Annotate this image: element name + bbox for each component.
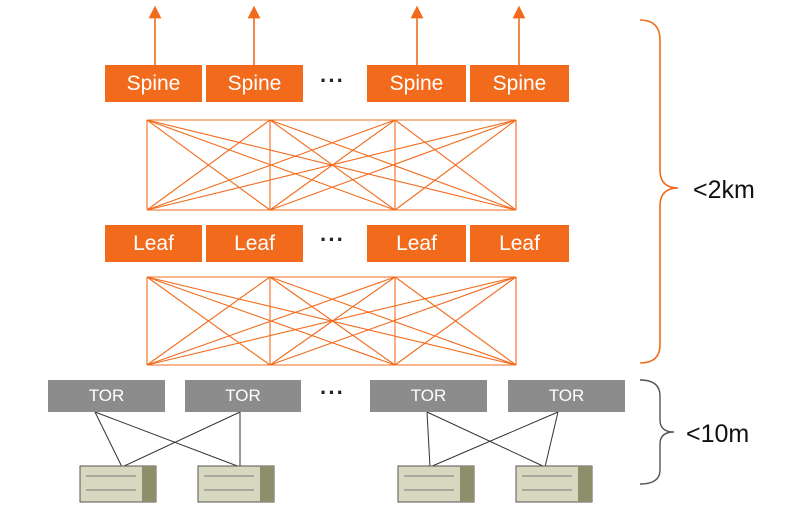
spine-node: Spine <box>105 65 202 102</box>
spine-leaf-mesh <box>146 119 517 211</box>
tor-switch: TOR <box>48 380 165 412</box>
server-icon <box>397 465 475 503</box>
spine-node: Spine <box>470 65 569 102</box>
leaf-node: Leaf <box>367 225 466 262</box>
leaf-node: Leaf <box>206 225 303 262</box>
tor-switch: TOR <box>370 380 487 412</box>
lower-range-label: <10m <box>686 420 750 448</box>
spine-ellipsis: ··· <box>320 68 345 93</box>
tor-ellipsis: ··· <box>320 380 345 405</box>
server-icon <box>197 465 275 503</box>
server-icon <box>79 465 157 503</box>
leaf-tor-mesh <box>146 276 517 366</box>
tor-server-links <box>94 411 559 468</box>
lower-range-brace <box>639 379 675 485</box>
leaf-ellipsis: ··· <box>320 227 345 252</box>
tor-switch: TOR <box>508 380 625 412</box>
leaf-node: Leaf <box>105 225 202 262</box>
tor-switch: TOR <box>185 380 301 412</box>
server-icon <box>515 465 593 503</box>
upper-range-brace <box>639 19 679 364</box>
spine-node: Spine <box>367 65 466 102</box>
spine-node: Spine <box>206 65 303 102</box>
upper-range-label: <2km <box>693 176 755 204</box>
leaf-node: Leaf <box>470 225 569 262</box>
